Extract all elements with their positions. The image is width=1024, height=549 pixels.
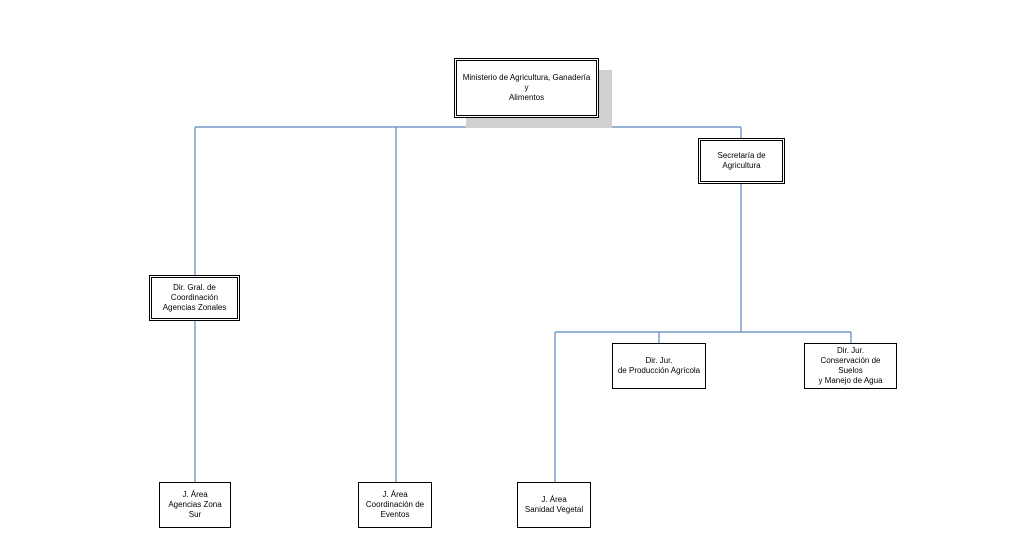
node-ministerio: Ministerio de Agricultura, Ganadería y A… [454, 58, 599, 118]
node-area-zona-sur: J. Área Agencias Zona Sur [159, 482, 231, 528]
node-dir-conservacion-label: Dir. Jur. Conservación de Suelos y Manej… [818, 346, 883, 385]
node-dir-produccion: Dir. Jur. de Producción Agrícola [612, 343, 706, 389]
node-dir-produccion-label: Dir. Jur. de Producción Agrícola [617, 356, 701, 375]
node-dir-conservacion: Dir. Jur. Conservación de Suelos y Manej… [804, 343, 897, 389]
node-ministerio-label: Ministerio de Agricultura, Ganadería y A… [462, 73, 591, 102]
node-area-sanidad: J. Área Sanidad Vegetal [517, 482, 591, 528]
node-area-zona-sur-label: J. Área Agencias Zona Sur [168, 490, 222, 519]
node-dir-coordinacion: Dir. Gral. de Coordinación Agencias Zona… [149, 275, 240, 321]
node-area-eventos: J. Área Coordinación de Eventos [358, 482, 432, 528]
node-secretaria-agricultura: Secretaría de Agricultura [698, 138, 785, 184]
node-secretaria-agricultura-label: Secretaría de Agricultura [717, 151, 766, 170]
node-area-sanidad-label: J. Área Sanidad Vegetal [524, 495, 584, 514]
node-area-eventos-label: J. Área Coordinación de Eventos [365, 490, 425, 519]
node-dir-coordinacion-label: Dir. Gral. de Coordinación Agencias Zona… [162, 283, 227, 312]
